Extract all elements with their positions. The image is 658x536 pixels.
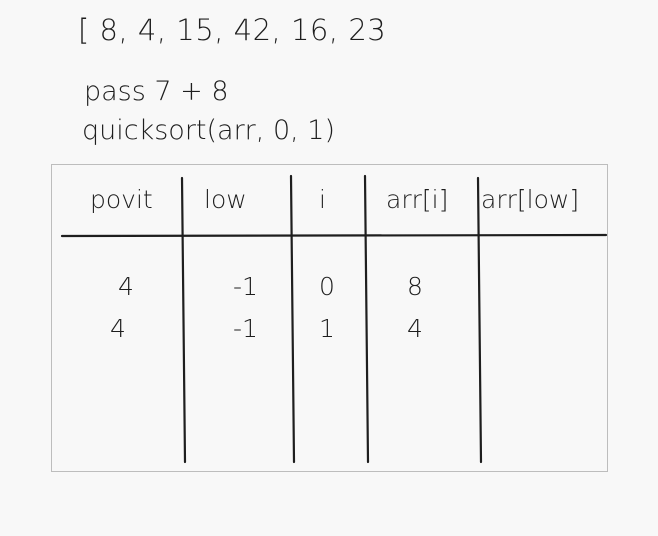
row2-i: 1 — [319, 314, 335, 343]
row2-low: -1 — [233, 314, 258, 343]
quicksort-call-text: quicksort(arr, 0, 1) — [82, 115, 336, 146]
row1-povit: 4 — [118, 272, 134, 301]
pass-text: pass 7 + 8 — [84, 76, 229, 107]
row2-arr-i: 4 — [407, 314, 423, 343]
column-divider-1 — [180, 176, 187, 464]
row1-arr-i: 8 — [407, 272, 423, 301]
header-arr-low: arr[low] — [481, 185, 580, 214]
header-i: i — [319, 185, 326, 214]
header-low: low — [204, 185, 247, 214]
column-divider-2 — [289, 174, 296, 464]
header-povit: povit — [90, 185, 153, 214]
column-divider-4 — [476, 176, 483, 464]
header-arr-i: arr[i] — [386, 185, 449, 214]
row1-low: -1 — [233, 272, 258, 301]
array-text: [ 8, 4, 15, 42, 16, 23 — [78, 13, 387, 47]
header-divider — [60, 233, 608, 238]
column-divider-3 — [363, 174, 370, 464]
row1-i: 0 — [319, 272, 335, 301]
row2-povit: 4 — [110, 314, 126, 343]
table-frame — [51, 164, 608, 472]
